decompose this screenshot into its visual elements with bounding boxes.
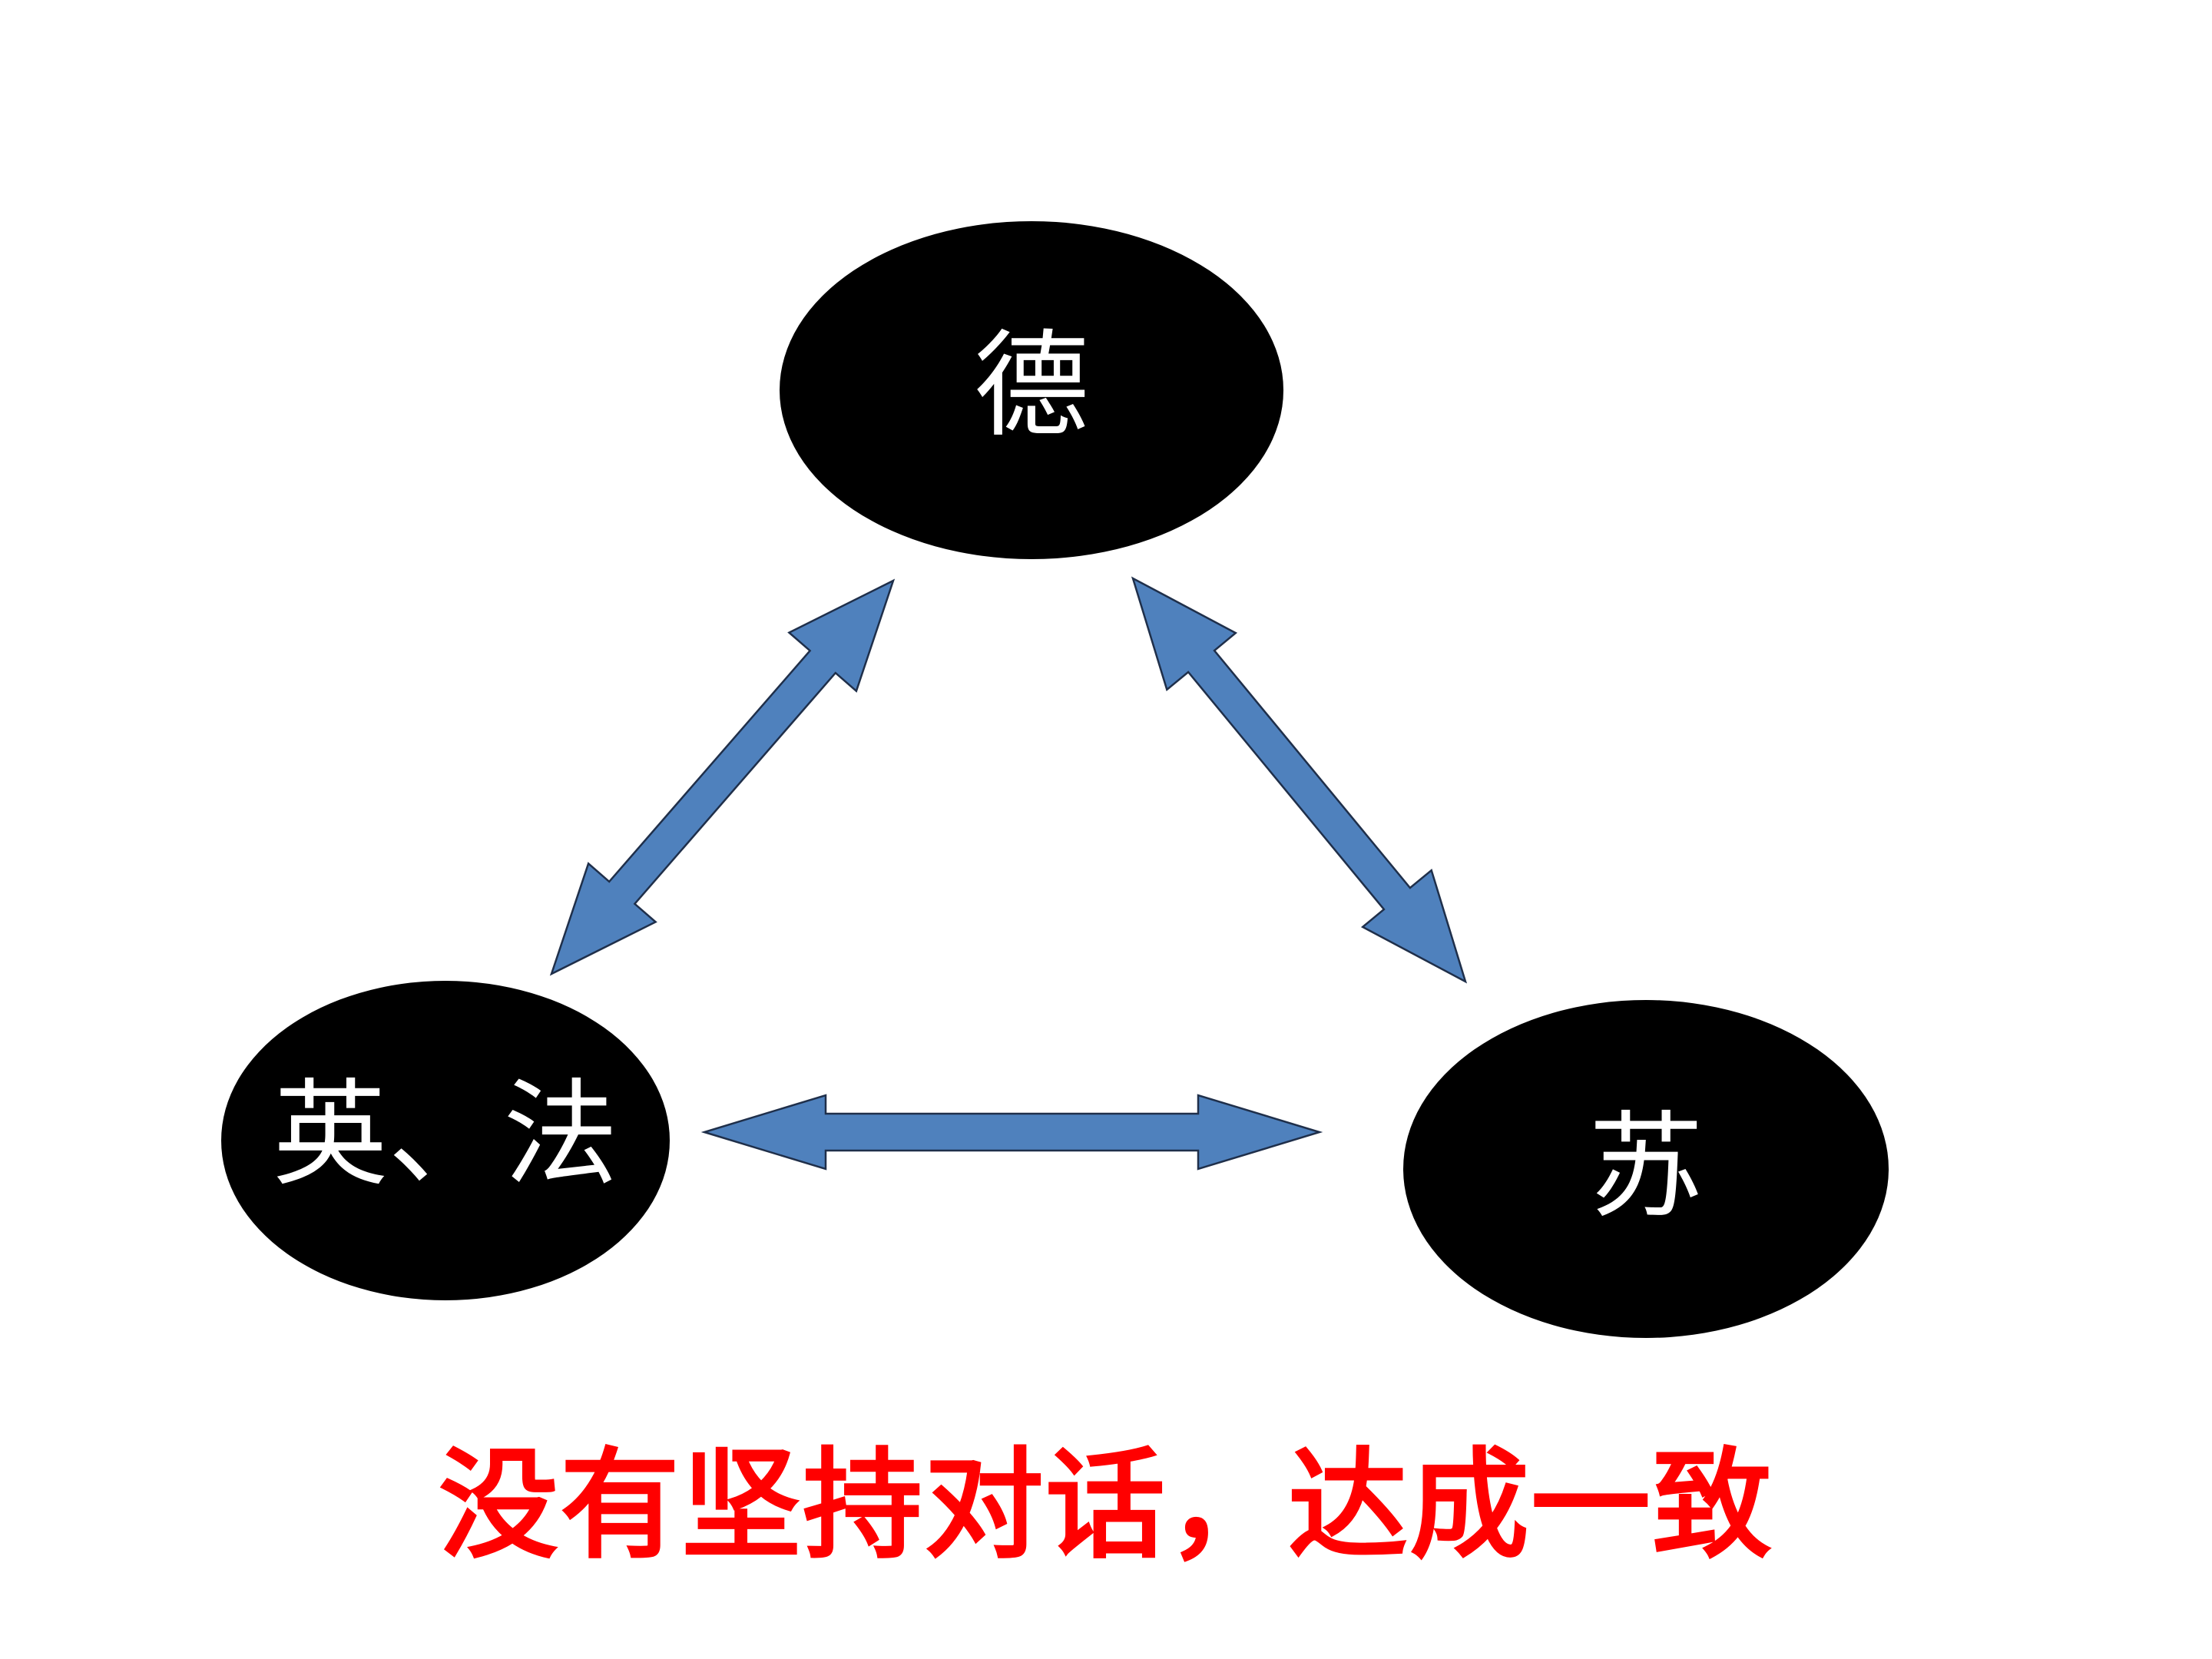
node-britain-france-label: 英、法 xyxy=(273,1068,618,1202)
node-soviet: 苏 xyxy=(1403,1000,1889,1338)
caption-text: 没有坚持对话，达成一致 xyxy=(439,1435,1773,1575)
arrow-germany-britain-france xyxy=(549,578,896,976)
node-germany: 德 xyxy=(780,221,1283,559)
arrow-britain-france-soviet xyxy=(700,1094,1323,1171)
node-germany-label: 德 xyxy=(974,320,1089,453)
arrow-germany-soviet xyxy=(1131,576,1468,984)
node-britain-france: 英、法 xyxy=(221,981,670,1300)
node-soviet-label: 苏 xyxy=(1588,1101,1704,1234)
